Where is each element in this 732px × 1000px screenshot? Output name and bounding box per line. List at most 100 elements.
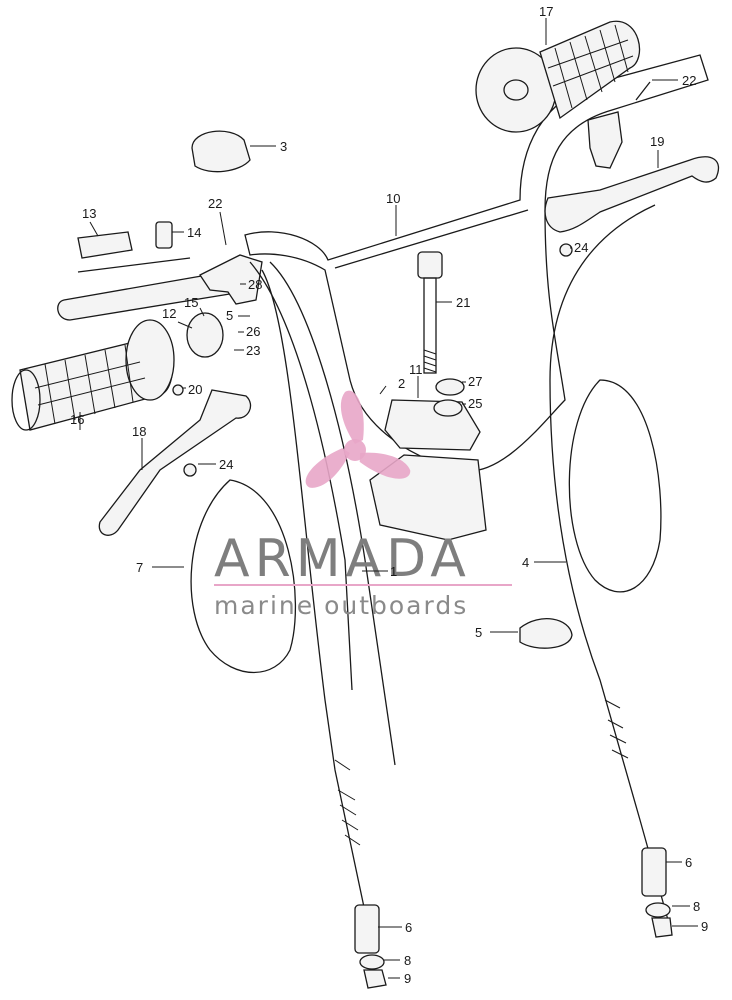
throttle-tube	[57, 269, 243, 321]
cable-1	[249, 261, 353, 691]
svg-text:8: 8	[404, 953, 411, 968]
callout-12: 12	[162, 306, 193, 329]
callout-11: 11	[409, 362, 423, 398]
svg-text:3: 3	[280, 139, 287, 154]
callout-3: 3	[250, 139, 287, 154]
svg-text:22: 22	[208, 196, 222, 211]
svg-text:13: 13	[82, 206, 96, 221]
nut-24-right	[559, 243, 573, 257]
watermark: ARMADA marine outboards	[214, 390, 512, 620]
bolt-22-right	[635, 81, 651, 101]
callout-28: 28	[240, 277, 262, 292]
callout-5: 5	[226, 308, 250, 323]
screw-20	[172, 384, 184, 396]
cable-4-loop	[568, 379, 662, 593]
callout-2: 2	[379, 376, 405, 395]
svg-text:16: 16	[70, 412, 84, 427]
callout-1: 1	[362, 564, 397, 579]
cap-9-left	[363, 969, 387, 989]
callout-26: 26	[238, 324, 260, 339]
callout-24: 24	[198, 457, 233, 472]
cable-7-loop	[190, 479, 296, 673]
callout-20: 20	[182, 382, 202, 397]
svg-text:28: 28	[248, 277, 262, 292]
nut-24-left	[183, 463, 197, 477]
propeller-logo	[305, 390, 411, 488]
right-brake-lever	[544, 156, 720, 233]
svg-text:6: 6	[685, 855, 692, 870]
callout-16: 16	[70, 412, 84, 430]
right-grip	[475, 20, 641, 133]
callout-13: 13	[82, 206, 99, 237]
left-clutch-lever	[98, 389, 252, 536]
callout-24: 24	[570, 240, 588, 255]
throttle-rod	[77, 257, 191, 273]
callout-14: 14	[172, 225, 201, 240]
callout-18: 18	[132, 424, 146, 470]
callout-6: 6	[378, 920, 412, 935]
svg-text:5: 5	[475, 625, 482, 640]
callout-25: 25	[462, 396, 482, 411]
callout-19: 19	[650, 134, 664, 168]
right-cable-adjuster	[604, 699, 667, 897]
cable-guide	[155, 221, 173, 249]
cable-clip	[77, 231, 133, 259]
handlebar-crossbar	[334, 209, 529, 269]
svg-text:26: 26	[246, 324, 260, 339]
svg-text:6: 6	[405, 920, 412, 935]
callout-4: 4	[522, 555, 566, 570]
svg-text:14: 14	[187, 225, 201, 240]
parts-drawing	[11, 20, 720, 989]
svg-text:11: 11	[409, 362, 423, 377]
throttle-switch-housing	[191, 130, 251, 173]
svg-text:20: 20	[188, 382, 202, 397]
left-grip	[11, 319, 175, 431]
boot-8-right	[645, 902, 671, 918]
callout-23: 23	[234, 343, 260, 358]
svg-text:19: 19	[650, 134, 664, 149]
washer-25	[433, 399, 463, 417]
svg-text:25: 25	[468, 396, 482, 411]
svg-text:9: 9	[701, 919, 708, 934]
washer-27	[435, 378, 465, 396]
svg-text:2: 2	[398, 376, 405, 391]
svg-text:23: 23	[246, 343, 260, 358]
callout-21: 21	[436, 295, 470, 310]
callout-9: 9	[388, 971, 411, 986]
svg-text:24: 24	[219, 457, 233, 472]
callout-8: 8	[672, 899, 700, 914]
collar	[186, 312, 224, 358]
cap-9-right	[651, 917, 673, 938]
cable-grommet	[519, 618, 573, 649]
svg-text:18: 18	[132, 424, 146, 439]
watermark-brand: ARMADA	[214, 529, 471, 589]
callout-8: 8	[384, 953, 411, 968]
boot-8-left	[359, 954, 385, 970]
callout-10: 10	[386, 191, 400, 236]
svg-text:15: 15	[184, 295, 198, 310]
svg-text:21: 21	[456, 295, 470, 310]
svg-text:9: 9	[404, 971, 411, 986]
left-cable-adjuster	[334, 759, 380, 954]
callout-27: 27	[462, 374, 482, 389]
svg-text:5: 5	[226, 308, 233, 323]
callouts: 1 7 22 3 19 10 13 22 14	[70, 4, 708, 986]
callout-6: 6	[666, 855, 692, 870]
callout-15: 15	[184, 295, 205, 317]
svg-text:24: 24	[574, 240, 588, 255]
svg-text:8: 8	[693, 899, 700, 914]
upper-holder	[384, 399, 481, 451]
svg-text:27: 27	[468, 374, 482, 389]
svg-text:7: 7	[136, 560, 143, 575]
cable-main-left	[261, 269, 373, 946]
left-lever-holder	[199, 254, 263, 305]
callout-9: 9	[672, 919, 708, 934]
svg-text:22: 22	[682, 73, 696, 88]
svg-text:12: 12	[162, 306, 176, 321]
watermark-tagline: marine outboards	[214, 591, 468, 620]
svg-text:4: 4	[522, 555, 529, 570]
callout-7: 7	[136, 560, 184, 575]
handlebar	[244, 54, 709, 472]
cable-4	[549, 204, 669, 921]
